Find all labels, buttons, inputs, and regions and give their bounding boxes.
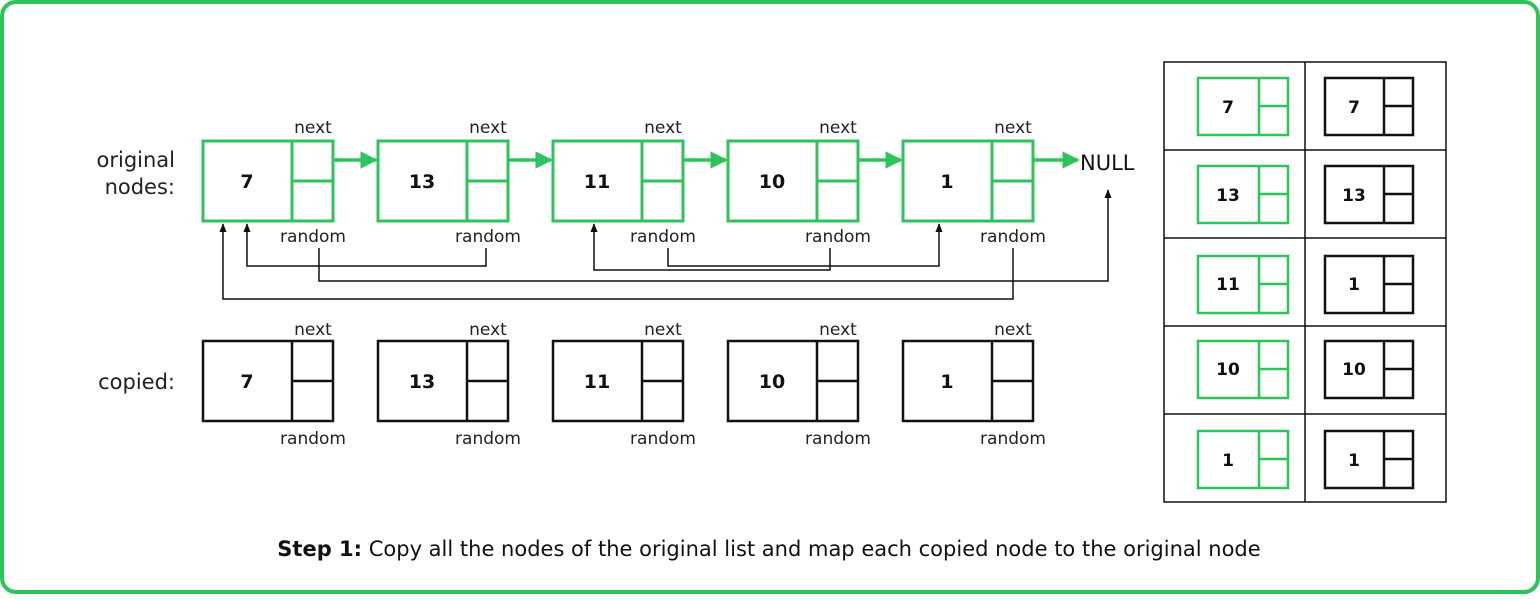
next-label: next [294, 320, 332, 340]
caption-step: Step 1: [277, 537, 362, 561]
map-copy-value: 13 [1342, 186, 1366, 206]
map-original-value: 13 [1216, 186, 1240, 206]
random-label: random [280, 429, 346, 449]
copied-node: 10 next random [726, 320, 871, 449]
random-label: random [630, 227, 696, 247]
original-node-value: 7 [240, 171, 253, 193]
original-node: 13 next random [376, 118, 521, 247]
original-node-value: 1 [940, 171, 953, 193]
copied-node-value: 1 [940, 371, 953, 393]
random-pointers [219, 189, 1112, 300]
copied-node-value: 7 [240, 371, 253, 393]
random-pointer-1-to-7 [219, 223, 1014, 300]
next-label: next [994, 320, 1032, 340]
map-row: 13 13 [1196, 164, 1415, 225]
random-label: random [280, 227, 346, 247]
next-label: next [994, 118, 1032, 138]
next-label: next [644, 320, 682, 340]
caption-text: Copy all the nodes of the original list … [362, 537, 1261, 561]
random-label: random [630, 429, 696, 449]
copied-node: 11 next random [551, 320, 696, 449]
random-pointer-7-to-1 [318, 189, 1112, 282]
original-node: 7 next random [201, 118, 346, 247]
copied-nodes: 7 next random 13 next random 11 next ran… [201, 320, 1046, 449]
random-label: random [980, 429, 1046, 449]
copied-node: 1 next random [901, 320, 1046, 449]
random-label: random [980, 227, 1046, 247]
map-original-value: 7 [1222, 98, 1234, 118]
null-label: NULL [1080, 151, 1135, 175]
random-label: random [455, 429, 521, 449]
original-nodes: 7 next random 13 next random 11 next ran… [201, 118, 1046, 247]
original-node: 11 next random [551, 118, 696, 247]
map-row: 1 1 [1196, 429, 1415, 490]
map-original-value: 1 [1222, 451, 1234, 471]
random-pointer-11-to-1 [667, 223, 943, 267]
original-node: 10 next random [726, 118, 871, 247]
map-original-value: 11 [1216, 275, 1240, 295]
random-pointer-13-to-7 [243, 223, 487, 267]
map-copy-value: 1 [1348, 275, 1360, 295]
random-label: random [805, 429, 871, 449]
copied-node: 13 next random [376, 320, 521, 449]
original-node-value: 13 [409, 171, 435, 193]
next-label: next [819, 118, 857, 138]
next-label: next [819, 320, 857, 340]
copied-label: copied: [98, 370, 175, 394]
map-original-value: 10 [1216, 360, 1240, 380]
random-pointer-10-to-11 [590, 223, 831, 271]
random-label: random [455, 227, 521, 247]
map-copy-value: 10 [1342, 360, 1366, 380]
next-label: next [644, 118, 682, 138]
copied-node: 7 next random [201, 320, 346, 449]
map-copy-value: 7 [1348, 98, 1360, 118]
copied-node-value: 11 [584, 371, 610, 393]
map-table: 7 7 13 13 11 1 [1163, 61, 1447, 503]
original-node-value: 10 [759, 171, 785, 193]
original-node-value: 11 [584, 171, 610, 193]
map-row: 11 1 [1196, 254, 1415, 315]
copied-node-value: 13 [409, 371, 435, 393]
original-label-line2: nodes: [105, 175, 175, 199]
map-copy-value: 1 [1348, 451, 1360, 471]
caption: Step 1: Copy all the nodes of the origin… [277, 537, 1260, 561]
copied-node-value: 10 [759, 371, 785, 393]
original-node: 1 next random [901, 118, 1046, 247]
next-label: next [469, 118, 507, 138]
next-label: next [294, 118, 332, 138]
next-label: next [469, 320, 507, 340]
random-label: random [805, 227, 871, 247]
map-row: 10 10 [1196, 339, 1415, 400]
map-row: 7 7 [1196, 76, 1415, 137]
original-label-line1: original [97, 148, 176, 172]
